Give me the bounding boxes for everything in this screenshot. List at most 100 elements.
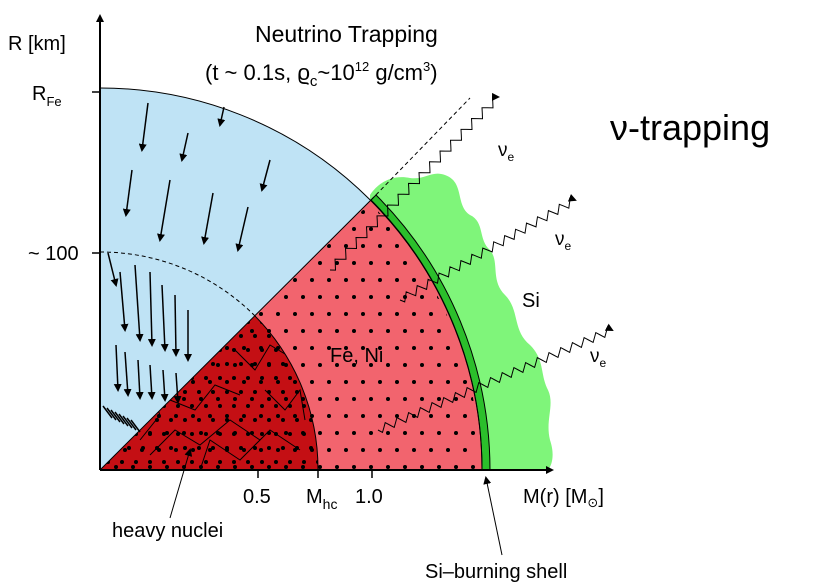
nucleus-dot [344, 312, 348, 316]
heavy-nucleus-dot [197, 446, 201, 450]
heavy-nucleus-dot [239, 334, 243, 338]
nucleus-dot [318, 363, 322, 367]
nucleus-dot [378, 278, 382, 282]
si-shell-pointer [483, 476, 503, 556]
nucleus-dot [471, 465, 475, 469]
heavy-nucleus-dot [246, 460, 250, 464]
heavy-nucleus-dot [204, 460, 208, 464]
heavy-nucleus-dot [190, 404, 194, 408]
nucleus-dot [352, 397, 356, 401]
heavy-nucleus-dot [260, 432, 264, 436]
nucleus-dot [386, 329, 390, 333]
nucleus-dot [395, 414, 399, 418]
heavy-nucleus-dot [288, 376, 292, 380]
nucleus-dot [395, 278, 399, 282]
nucleus-dot [216, 397, 220, 401]
nucleus-dot [446, 448, 450, 452]
nucleus-dot [233, 465, 237, 469]
crowded-arrows [102, 405, 141, 433]
heavy-nucleus-dot [162, 460, 166, 464]
infall-arrow [259, 159, 271, 192]
nucleus-dot [446, 414, 450, 418]
heavy-nucleus-dot [260, 376, 264, 380]
infall-arrow [160, 284, 169, 352]
nucleus-dot [276, 448, 280, 452]
nucleus-dot [429, 346, 433, 350]
nucleus-dot [293, 346, 297, 350]
nucleus-dot [437, 465, 441, 469]
heavy-nucleus-dot [225, 390, 229, 394]
nucleus-dot [420, 329, 424, 333]
infall-arrow [201, 192, 214, 245]
nucleus-dot [225, 414, 229, 418]
neutrino-paths [329, 92, 614, 434]
nucleus-dot [437, 363, 441, 367]
infall-arrow [147, 364, 156, 400]
heavy-nucleus-dot [274, 404, 278, 408]
nucleus-dot [310, 312, 314, 316]
heavy-nucleus-dot [295, 418, 299, 422]
sonic-point-boundary [99, 251, 256, 317]
nucleus-dot [378, 380, 382, 384]
heavy-nucleus-dot [204, 376, 208, 380]
nucleus-dot [352, 295, 356, 299]
nucleus-dot [386, 363, 390, 367]
infall-arrow [119, 271, 129, 332]
nucleus-dot [250, 465, 254, 469]
heavy-nucleus-dot [253, 418, 257, 422]
nucleus-dot [386, 431, 390, 435]
nucleus-dot [463, 380, 467, 384]
nucleus-dot [335, 363, 339, 367]
heavy-nucleus-dot [197, 390, 201, 394]
nucleus-dot [174, 414, 178, 418]
heavy-nucleus-dot [134, 460, 138, 464]
nucleus-dot [327, 414, 331, 418]
heavy-nucleus-dot [260, 460, 264, 464]
nucleus-dot [369, 227, 373, 231]
nucleus-dot [361, 448, 365, 452]
heavy-nucleus-dot [232, 376, 236, 380]
nucleus-dot [369, 363, 373, 367]
infall-arrow [122, 169, 133, 217]
heavy-nucleus-dot [253, 446, 257, 450]
nucleus-dot [446, 346, 450, 350]
nucleus-dot [318, 295, 322, 299]
infall-region [100, 87, 371, 470]
nucleus-dot [327, 380, 331, 384]
nucleus-dot [378, 448, 382, 452]
heavy-nucleus-dot [246, 376, 250, 380]
nucleus-dot [310, 346, 314, 350]
heavy-nucleus-dot [120, 460, 124, 464]
nucleus-dot [420, 465, 424, 469]
nucleus-dot [403, 465, 407, 469]
nucleus-dot [208, 448, 212, 452]
nucleus-dot [352, 363, 356, 367]
infall-arrow [173, 372, 182, 404]
nucleus-dot [386, 261, 390, 265]
nucleus-dot [454, 397, 458, 401]
infall-arrow [217, 106, 226, 127]
nucleus-dot [344, 244, 348, 248]
nucleus-dot [344, 414, 348, 418]
nucleus-dot [242, 346, 246, 350]
nucleus-dot [412, 312, 416, 316]
nucleus-dot [369, 261, 373, 265]
nucleus-dot [403, 261, 407, 265]
infall-arrow [160, 369, 169, 402]
heavy-nucleus-dot [246, 404, 250, 408]
heavy-nucleus-dot [274, 460, 278, 464]
neutrino-path [399, 194, 577, 303]
nucleus-dot [420, 295, 424, 299]
heavy-nucleus-dot [267, 446, 271, 450]
si-label: Si [522, 290, 540, 312]
nucleus-dot [386, 227, 390, 231]
heavy-nucleus-dot [190, 460, 194, 464]
heavy-nucleus-dot [302, 460, 306, 464]
heavy-nucleus-dot [239, 362, 243, 366]
heavy-nuclei-label: heavy nuclei [112, 520, 223, 542]
heavy-nucleus-dot [148, 460, 152, 464]
heavy-nucleus-dot [155, 418, 159, 422]
diagram-subtitle: (t ~ 0.1s, ϱc~1012 g/cm3) [205, 59, 438, 90]
nucleus-dot [284, 329, 288, 333]
nucleus-dot [335, 397, 339, 401]
